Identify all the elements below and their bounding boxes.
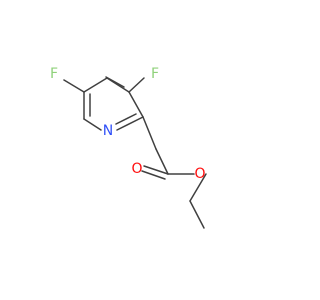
carbonyl-oxygen-atom-label: O <box>131 161 142 177</box>
bond-ch2-carbonyl-c <box>155 148 169 175</box>
bond-ch2-ch3 <box>189 200 205 229</box>
ester-oxygen-atom-label: O <box>194 166 205 182</box>
bond-c3-c4-inner <box>105 76 125 88</box>
bond-c4-c5 <box>83 77 108 93</box>
bond-layer <box>63 76 207 229</box>
bond-c2-c3 <box>128 91 144 118</box>
bond-n1-c2 <box>116 116 144 131</box>
bond-o2-ch2 <box>189 173 207 202</box>
bond-c3-f2 <box>128 77 145 93</box>
bond-c5-f1 <box>63 79 85 93</box>
atom-labels-layer: F F N O O <box>50 66 206 182</box>
fluorine-atom-label-right: F <box>151 66 159 82</box>
bond-c6-n1 <box>83 118 102 131</box>
nitrogen-atom-label: N <box>103 123 113 139</box>
molecule-structure: F F N O O <box>50 66 207 229</box>
fluorine-atom-label-left: F <box>50 66 58 82</box>
bond-c2-ch2 <box>142 116 157 150</box>
bond-carbonyl-c-o1 <box>143 165 169 175</box>
bond-carbonyl-c-o1-double <box>141 170 166 180</box>
bond-n1-c2-inner <box>115 113 137 125</box>
